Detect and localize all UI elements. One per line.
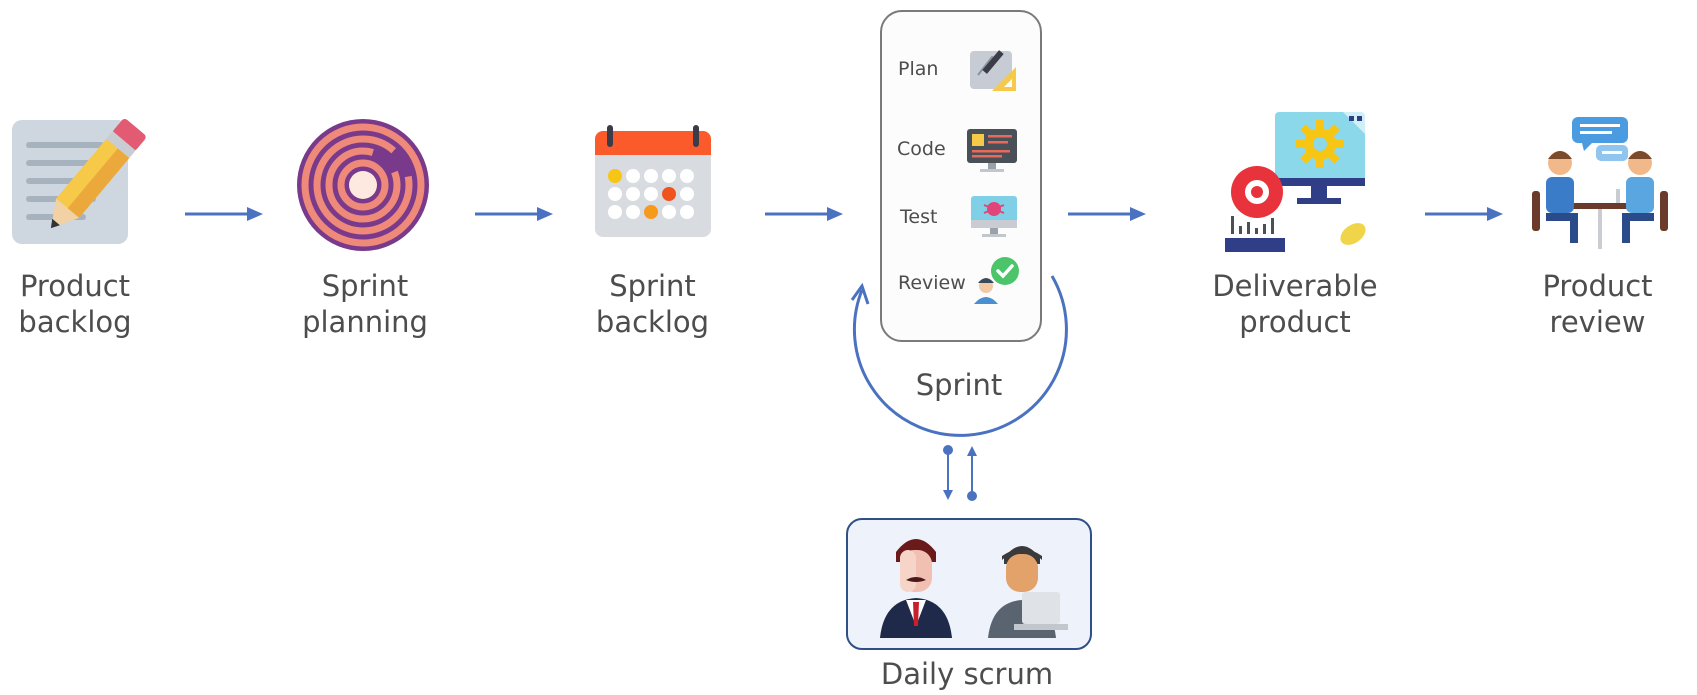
flow-arrow-5 [1425, 207, 1503, 221]
developer-laptop-icon [988, 546, 1068, 638]
notepad-pencil-icon [12, 119, 146, 244]
bug-monitor-icon [971, 196, 1017, 237]
manager-person-icon [880, 539, 952, 638]
code-monitor-icon [967, 129, 1017, 172]
flow-arrow-2 [475, 207, 553, 221]
reviewer-check-icon [974, 257, 1019, 304]
flow-arrow-4 [1068, 207, 1146, 221]
blueprint-ruler-icon [970, 50, 1016, 91]
phase-label-plan: Plan [898, 58, 939, 80]
phase-label-test: Test [900, 206, 938, 228]
sprint-label: Sprint [915, 368, 1003, 402]
phase-label-code: Code [897, 138, 946, 160]
step-label-product-review: Product review [1542, 269, 1653, 339]
step-label-sprint-backlog: Sprint backlog [595, 269, 710, 339]
flow-arrow-3 [765, 207, 843, 221]
sprint-daily-connector [943, 445, 977, 501]
deliverable-monitor-gear-icon [1225, 112, 1366, 252]
sprint-phases-box [880, 10, 1042, 342]
flow-arrow-1 [185, 207, 263, 221]
sprint-loop-arrow [850, 275, 1068, 437]
step-label-deliverable-product: Deliverable product [1212, 269, 1378, 339]
phase-label-review: Review [898, 272, 966, 294]
daily-scrum-label: Daily scrum [880, 657, 1054, 691]
maze-target-icon [297, 119, 429, 251]
meeting-people-icon [1532, 117, 1668, 249]
calendar-icon [595, 125, 711, 237]
step-label-product-backlog: Product backlog [18, 269, 132, 339]
step-label-sprint-planning: Sprint planning [302, 269, 428, 339]
